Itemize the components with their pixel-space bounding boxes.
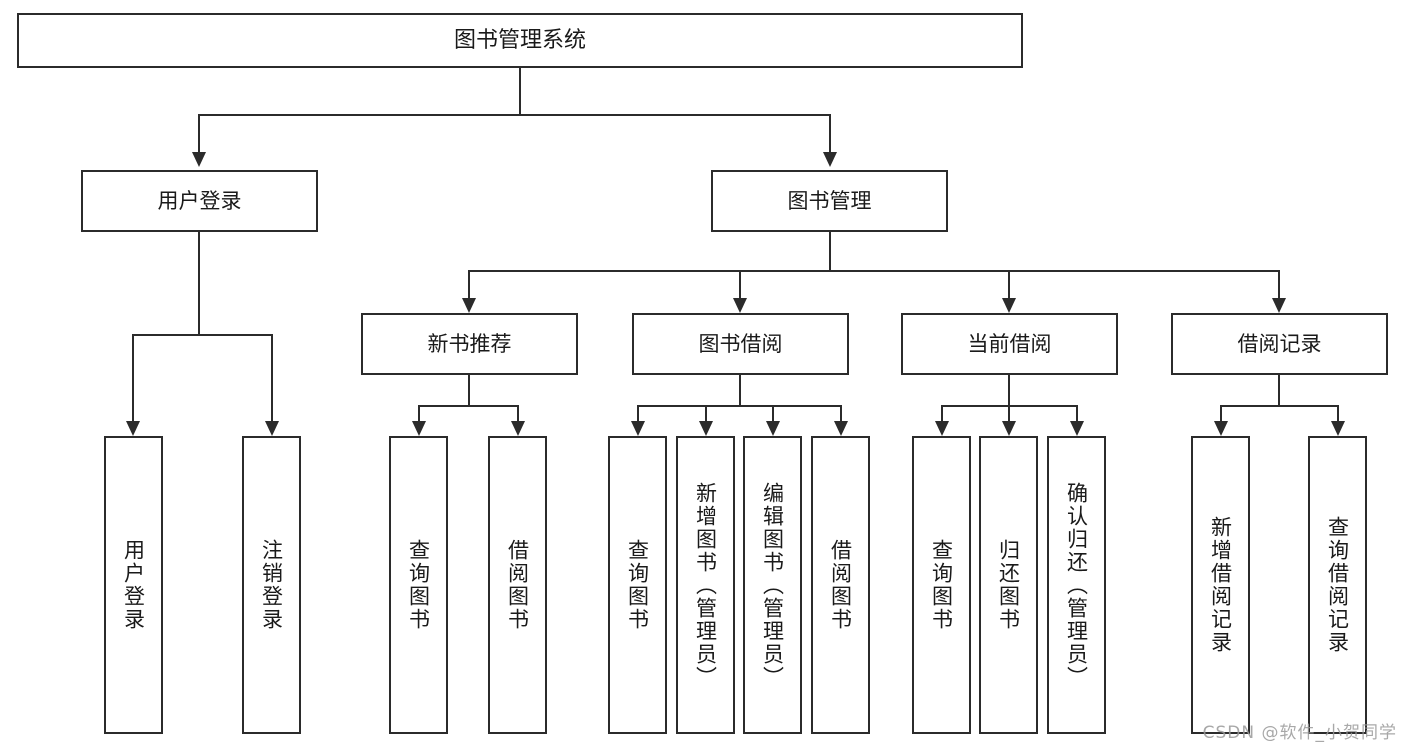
node-label: 借阅记录	[1237, 331, 1322, 356]
node-label: 查询图书	[929, 539, 954, 631]
connector-user-login-drop-1	[132, 334, 134, 421]
arrow-to-leaf-return-book	[1002, 421, 1016, 436]
node-label: 用户登录	[121, 539, 146, 631]
leaf-add-borrow-record[interactable]: 新增借阅记录	[1191, 436, 1250, 734]
leaf-confirm-return-admin[interactable]: 确认归还（管理员）	[1047, 436, 1106, 734]
connector-borrow-record-bus	[1220, 405, 1339, 407]
connector-book-mgmt-drop-4	[1278, 270, 1280, 298]
connector-book-borrow-stem	[739, 375, 741, 405]
arrow-to-leaf-borrow-book-a	[511, 421, 525, 436]
connector-book-mgmt-bus	[468, 270, 1280, 272]
connector-book-borrow-drop-4	[840, 405, 842, 421]
connector-book-borrow-drop-1	[637, 405, 639, 421]
node-current-borrow[interactable]: 当前借阅	[901, 313, 1118, 375]
connector-book-borrow-drop-2	[705, 405, 707, 421]
node-label: 当前借阅	[967, 331, 1052, 356]
connector-user-login-drop-2	[271, 334, 273, 421]
connector-root-bus	[198, 114, 831, 116]
arrow-to-leaf-borrow-book-b	[834, 421, 848, 436]
leaf-borrow-book[interactable]: 借阅图书	[811, 436, 870, 734]
node-label: 新书推荐	[427, 331, 512, 356]
node-label: 图书管理	[787, 188, 872, 213]
connector-current-borrow-drop-2	[1008, 405, 1010, 421]
connector-root-drop-1	[198, 114, 200, 152]
node-borrow-record[interactable]: 借阅记录	[1171, 313, 1388, 375]
leaf-return-book[interactable]: 归还图书	[979, 436, 1038, 734]
connector-current-borrow-drop-3	[1076, 405, 1078, 421]
arrow-to-leaf-query-book-c	[935, 421, 949, 436]
leaf-query-book-current[interactable]: 查询图书	[912, 436, 971, 734]
connector-new-book-bus	[418, 405, 519, 407]
arrow-to-leaf-user-login	[126, 421, 140, 436]
leaf-edit-book-admin[interactable]: 编辑图书（管理员）	[743, 436, 802, 734]
node-book-management[interactable]: 图书管理	[711, 170, 948, 232]
node-label: 注销登录	[259, 539, 284, 631]
node-label: 新增借阅记录	[1208, 516, 1233, 654]
arrow-to-leaf-confirm-return	[1070, 421, 1084, 436]
leaf-add-book-admin[interactable]: 新增图书（管理员）	[676, 436, 735, 734]
connector-book-mgmt-drop-3	[1008, 270, 1010, 298]
node-book-borrow[interactable]: 图书借阅	[632, 313, 849, 375]
arrow-to-leaf-logout	[265, 421, 279, 436]
arrow-to-borrow-record	[1272, 298, 1286, 313]
connector-borrow-record-stem	[1278, 375, 1280, 405]
leaf-logout[interactable]: 注销登录	[242, 436, 301, 734]
arrow-to-leaf-add-book	[699, 421, 713, 436]
arrow-to-current-borrow	[1002, 298, 1016, 313]
node-label: 查询借阅记录	[1325, 516, 1350, 654]
node-label: 新增图书（管理员）	[693, 481, 718, 689]
node-label: 确认归还（管理员）	[1064, 481, 1089, 689]
node-label: 查询图书	[406, 539, 431, 631]
arrow-root-to-user-login	[192, 152, 206, 167]
leaf-query-book-borrow[interactable]: 查询图书	[608, 436, 667, 734]
leaf-query-book-recommend[interactable]: 查询图书	[389, 436, 448, 734]
node-user-login[interactable]: 用户登录	[81, 170, 318, 232]
leaf-user-login[interactable]: 用户登录	[104, 436, 163, 734]
connector-book-mgmt-drop-1	[468, 270, 470, 298]
node-label: 图书管理系统	[453, 27, 586, 53]
connector-current-borrow-drop-1	[941, 405, 943, 421]
connector-borrow-record-drop-2	[1337, 405, 1339, 421]
arrow-to-leaf-add-record	[1214, 421, 1228, 436]
leaf-borrow-book-recommend[interactable]: 借阅图书	[488, 436, 547, 734]
node-label: 编辑图书（管理员）	[760, 481, 785, 689]
connector-book-mgmt-stem	[829, 232, 831, 270]
arrow-to-new-book-recommend	[462, 298, 476, 313]
arrow-to-leaf-query-book-b	[631, 421, 645, 436]
connector-book-borrow-bus	[637, 405, 841, 407]
connector-book-mgmt-drop-2	[739, 270, 741, 298]
connector-root-drop-2	[829, 114, 831, 152]
connector-user-login-bus	[132, 334, 272, 336]
arrow-to-leaf-query-record	[1331, 421, 1345, 436]
connector-new-book-drop-2	[517, 405, 519, 421]
arrow-root-to-book-mgmt	[823, 152, 837, 167]
node-root-library-system[interactable]: 图书管理系统	[17, 13, 1023, 68]
connector-user-login-stem	[198, 232, 200, 334]
leaf-query-borrow-record[interactable]: 查询借阅记录	[1308, 436, 1367, 734]
node-label: 借阅图书	[505, 539, 530, 631]
connector-borrow-record-drop-1	[1220, 405, 1222, 421]
connector-book-borrow-drop-3	[772, 405, 774, 421]
node-label: 归还图书	[996, 539, 1021, 631]
connector-new-book-drop-1	[418, 405, 420, 421]
node-label: 借阅图书	[828, 539, 853, 631]
arrow-to-leaf-query-book-a	[412, 421, 426, 436]
arrow-to-book-borrow	[733, 298, 747, 313]
node-label: 用户登录	[157, 188, 242, 213]
node-label: 图书借阅	[698, 331, 783, 356]
node-label: 查询图书	[625, 539, 650, 631]
connector-current-borrow-stem	[1008, 375, 1010, 405]
connector-new-book-stem	[468, 375, 470, 405]
connector-root-stem	[519, 68, 521, 114]
arrow-to-leaf-edit-book	[766, 421, 780, 436]
node-new-book-recommend[interactable]: 新书推荐	[361, 313, 578, 375]
